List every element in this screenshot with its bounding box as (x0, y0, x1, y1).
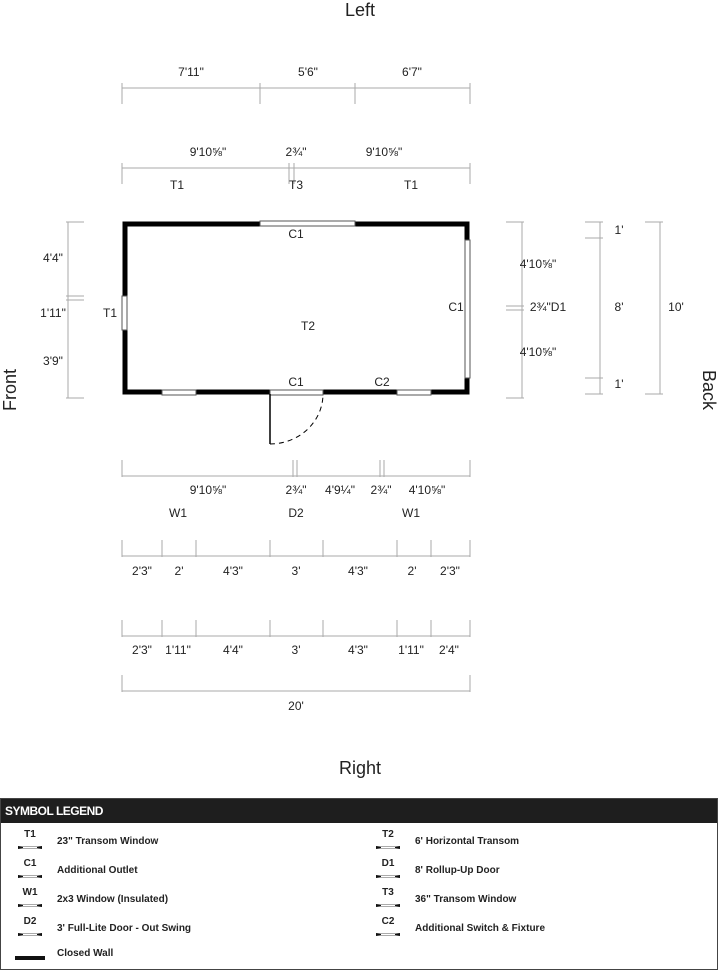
dim-label: 2' (175, 564, 184, 578)
tag: T1 (170, 178, 184, 192)
dim-label: 6'7" (402, 65, 422, 79)
dimension-line (121, 675, 471, 692)
dimension-line (121, 163, 471, 184)
outlet-icon: C1 (15, 858, 45, 882)
dim-label: 4'10⅝" (409, 483, 446, 497)
dimension-line (645, 221, 663, 395)
dimension-line (121, 83, 471, 104)
dim-label: 5'6" (298, 65, 318, 79)
dim-label: 3' (292, 643, 301, 657)
dimension-line (585, 221, 603, 395)
outlet-c1-top (259, 220, 356, 227)
dimension-line (66, 221, 84, 399)
dim-label: 1'11" (40, 306, 66, 320)
dim-label: 4'3" (223, 564, 243, 578)
dim-label: 8' (615, 300, 624, 314)
dim-label: 1'11" (165, 643, 191, 657)
rollup-door-icon: D1 (373, 858, 403, 882)
dim-label: 3'9" (43, 354, 63, 368)
dim-label: 9'10⅝" (366, 145, 403, 159)
tag: D2 (288, 506, 304, 520)
tag: C2 (374, 375, 390, 389)
door-icon: D2 (15, 916, 45, 940)
tag: W1 (169, 506, 187, 520)
transom-window-icon: T3 (373, 887, 403, 911)
transom-window-icon: T1 (15, 829, 45, 853)
rollup-door-d1 (464, 239, 471, 379)
horizontal-transom-icon: T2 (373, 829, 403, 853)
legend-item: Closed Wall (15, 941, 113, 965)
dim-label: 4'3" (348, 643, 368, 657)
window-w1 (396, 389, 432, 396)
dim-label: 2'3" (440, 564, 460, 578)
building-walls (121, 220, 471, 445)
dim-label: 4'10⅝" (520, 345, 557, 359)
window-t1 (121, 295, 128, 331)
door-d2 (269, 389, 324, 396)
window-w1 (161, 389, 197, 396)
dim-label: 20' (288, 699, 304, 713)
side-label-right: Right (339, 758, 381, 778)
legend-title: SYMBOL LEGEND (1, 799, 717, 823)
dim-label: 10' (668, 300, 684, 314)
dimension-line (121, 540, 471, 557)
dim-label: 7'11" (178, 65, 204, 79)
dim-label: 9'10⅝" (190, 483, 227, 497)
dim-label: 1' (615, 377, 624, 391)
tag: T2 (301, 319, 315, 333)
dimension-line (121, 620, 471, 637)
floor-plan-drawing: Left Right Front Back 7'11" 5'6" 6'7" 9'… (0, 0, 719, 778)
tag: C1 (288, 227, 304, 241)
window-icon: W1 (15, 887, 45, 911)
dim-label: 2¾" (286, 483, 307, 497)
door-swing-arc (269, 393, 324, 445)
dim-label: 2'3" (132, 643, 152, 657)
dim-label: 4'3" (348, 564, 368, 578)
dimension-line (506, 221, 524, 399)
dim-label: 9'10⅝" (190, 145, 227, 159)
closed-wall-icon (15, 941, 45, 965)
tag: C1 (288, 375, 304, 389)
tag: T1 (103, 306, 117, 320)
dim-label: 2'3" (132, 564, 152, 578)
tag: C1 (448, 300, 464, 314)
dim-label: 3' (292, 564, 301, 578)
side-label-back: Back (699, 370, 719, 411)
dim-label: 1'11" (398, 643, 424, 657)
dim-label: 4'9¼" (325, 483, 355, 497)
dim-label: 2¾"D1 (530, 300, 567, 314)
dim-label: 2¾" (371, 483, 392, 497)
dim-label: 4'10⅝" (520, 257, 557, 271)
dim-label: 4'4" (223, 643, 243, 657)
dim-label: 2' (408, 564, 417, 578)
switch-fixture-icon: C2 (373, 916, 403, 940)
tag: T1 (404, 178, 418, 192)
side-label-left: Left (345, 0, 375, 20)
tag: T3 (289, 178, 303, 192)
dim-label: 2¾" (286, 145, 307, 159)
dim-label: 2'4" (439, 643, 459, 657)
tag: W1 (402, 506, 420, 520)
dimension-line (121, 460, 471, 477)
dim-label: 1' (615, 223, 624, 237)
dim-label: 4'4" (43, 251, 63, 265)
side-label-front: Front (0, 369, 20, 411)
